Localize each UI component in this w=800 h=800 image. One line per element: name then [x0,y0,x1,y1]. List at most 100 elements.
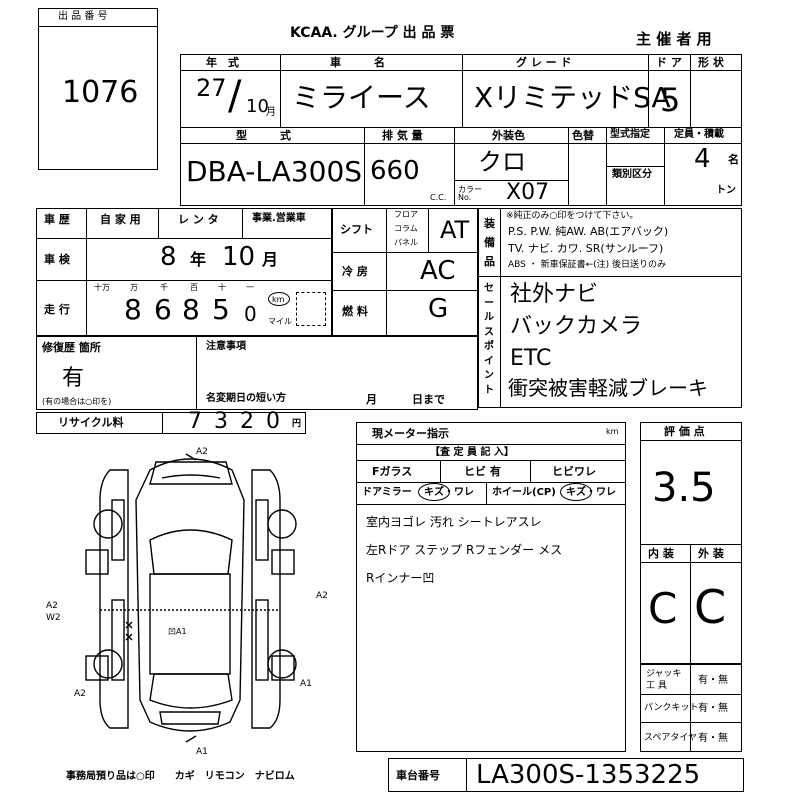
shift-value: AT [440,216,470,244]
sales-points-vertical-label: セールスポイント [484,283,494,396]
glass-crack: ヒビワレ [552,465,596,478]
mirror-flaw: キズ・ワレ [424,487,474,498]
notices-label: 注意事項 [206,341,246,352]
year-slash: / [228,73,242,119]
unit-1k: 千 [160,283,168,292]
chassis-label: 車台番号 [396,769,440,782]
shaken-label: 車 検 [44,253,70,266]
sales-point: 社外ナビ [510,282,599,307]
inspection-record-label: 【査 定 員 記 入】 [430,447,514,458]
km-label: km [272,295,285,304]
people-unit: 名 [728,153,739,166]
puncture-label: パンクキット [644,703,699,713]
mile-label: マイル [268,317,292,326]
year-value: 27 [196,74,227,102]
exterior-label: 外 装 [698,547,724,560]
color-change-label: 色替 [572,129,594,142]
mileage-label: 走 行 [44,303,70,316]
usage-label: 車 歴 [44,213,70,226]
wheel-flaw-circle [560,483,592,501]
organizer-use-label: 主 催 者 用 [636,30,712,48]
shift-label: シフト [340,223,373,236]
displacement-value: 660 [370,156,420,186]
category-label: 類別区分 [612,169,652,180]
equipment-note: ※純正のみ○印をつけて下さい。 [506,211,639,221]
door-mirror-label: ドアミラー [362,487,412,498]
unit-10: 十 [218,283,226,292]
equipment-line-1: P.S. P.W. 純AW. AB(エアバック) [508,225,669,238]
type-label: 型 式 [236,129,291,142]
color-no-value: X07 [506,180,550,205]
year-label: 年 式 [206,56,239,69]
exterior-value: C [694,580,727,634]
vehicle-info-grid [180,54,742,206]
color-no-label: カラー No. [458,185,482,202]
mark-front: A2 [196,447,208,457]
lot-number: 1076 [62,75,139,110]
mark-right-lower: A1 [300,679,312,689]
chassis-block [388,758,744,792]
lot-number-box [38,8,158,170]
repair-label: 修復歴 箇所 [42,341,101,354]
mirror-flaw-circle [418,483,450,501]
mileage-digit: 0 [244,302,257,326]
capacity-value: 4 [694,144,711,174]
model-name-label: 車 名 [330,56,385,69]
month-value: 10 [246,96,269,117]
shaken-year-unit: 年 [190,250,207,269]
tools-block [640,664,742,752]
equipment-block [478,208,742,408]
interior-value: C [648,584,678,633]
mileage-digit: 8 [124,293,142,326]
recycle-digit: 3 [214,409,228,434]
remark-line: 室内ヨゴレ 汚れ シートレアスレ [366,515,542,529]
spare-label: スペアタイヤ [644,733,698,743]
shaken-year: 8 [160,242,177,272]
private-label: 自 家 用 [100,213,141,226]
doors-label: ド ア [656,56,682,69]
business-label: 事業.営業車 [252,213,306,224]
rating-block [640,422,742,664]
yen-label: 円 [292,419,302,429]
lot-number-label: 出 品 番 号 [58,11,108,22]
recycle-digit: 2 [240,409,254,434]
type-value: DBA-LA300S [186,155,363,188]
equipment-line-3: ABS ・ 新車保証書←(注) 後日送りのみ [508,260,667,270]
spare-yes-no: 有・無 [698,733,728,744]
mark-rear: A1 [196,747,208,757]
color-value: クロ [478,148,526,176]
capacity-label: 定員・積載 [674,129,724,140]
inspection-block [356,422,626,752]
grade-value: XリミテッドSA [474,81,671,114]
sales-point: 衝突被害軽減ブレーキ [508,376,708,400]
remark-line: Rインナー凹 [366,571,435,585]
repair-block [36,336,478,410]
km-circle [268,292,290,306]
shift-panel: パネル [394,238,418,247]
recycle-label: リサイクル料 [58,416,124,429]
current-meter-label: 現メーター指示 [372,427,449,440]
grade-label: グ レ ー ド [516,56,572,69]
aircon-label: 冷 房 [342,265,368,278]
f-glass-label: Fガラス [372,465,413,478]
rating-value: 3.5 [652,465,716,511]
jack-yes-no: 有・無 [698,675,728,686]
mileage-digit: 8 [182,293,200,326]
shift-floor: フロア [394,210,418,219]
office-items: 事務局預り品は○印 カギ リモコン ナビロム [66,771,295,782]
unit-1: 一 [246,283,254,292]
meter-km: km [606,427,619,436]
shape-label: 形 状 [698,56,724,69]
mark-left-lower: A2 [74,689,86,699]
glass-flaw: ヒビ 有 [464,465,501,478]
mileage-digit: 5 [212,293,230,326]
shaken-month-unit: 月 [262,250,279,269]
fuel-label: 燃 料 [342,305,368,318]
recycle-digit: 0 [266,409,280,434]
doors-value: 5 [660,81,681,119]
form-title: KCAA. グループ 出 品 票 [290,25,455,41]
mileage-dotted-box [296,292,326,326]
rating-label: 評 価 点 [664,425,705,438]
equipment-vertical-label: 装 備 品 [484,217,495,268]
recycle-box [36,412,306,434]
